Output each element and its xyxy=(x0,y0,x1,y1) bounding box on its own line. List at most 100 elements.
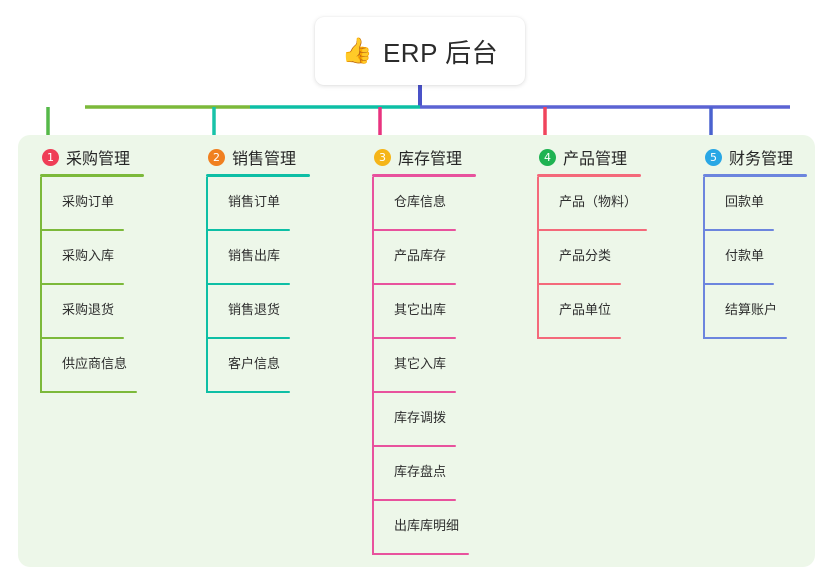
branch-header-3[interactable]: 3 库存管理 xyxy=(372,144,476,170)
leaf-item[interactable]: 采购退货 xyxy=(40,285,144,339)
leaf-item-label: 产品单位 xyxy=(559,302,612,317)
branch-title: 库存管理 xyxy=(398,151,463,168)
branch-spine xyxy=(206,177,208,393)
leaf-item-underline xyxy=(206,229,290,231)
leaf-item-label: 客户信息 xyxy=(228,356,281,371)
leaf-item-underline xyxy=(40,229,124,231)
leaf-item-underline xyxy=(703,229,774,231)
leaf-item-underline xyxy=(372,337,456,339)
branch-column-4: 4 产品管理产品（物料） 产品分类产品单位 xyxy=(537,144,647,339)
branch-number-badge: 3 xyxy=(374,148,391,166)
leaf-item-label: 产品（物料） xyxy=(559,194,638,209)
leaf-item[interactable]: 供应商信息 xyxy=(40,339,144,393)
leaf-item[interactable]: 其它出库 xyxy=(372,285,476,339)
leaf-item-underline xyxy=(372,553,469,555)
branch-spine xyxy=(372,177,374,555)
branch-item-list: 回款单付款单结算账户 xyxy=(703,177,807,339)
leaf-item-underline xyxy=(206,283,290,285)
branch-title: 采购管理 xyxy=(66,151,131,168)
leaf-item-label: 付款单 xyxy=(725,248,765,263)
branch-number-badge: 5 xyxy=(705,148,722,166)
leaf-item-label: 采购订单 xyxy=(62,194,115,209)
leaf-item-underline xyxy=(40,391,137,393)
branch-panel xyxy=(18,135,815,567)
branch-spine xyxy=(703,177,705,339)
leaf-item[interactable]: 付款单 xyxy=(703,231,807,285)
leaf-item[interactable]: 仓库信息 xyxy=(372,177,476,231)
leaf-item-label: 采购退货 xyxy=(62,302,115,317)
leaf-item-label: 其它出库 xyxy=(394,302,447,317)
leaf-item[interactable]: 采购订单 xyxy=(40,177,144,231)
branch-header-5[interactable]: 5 财务管理 xyxy=(703,144,807,170)
leaf-item-underline xyxy=(372,391,456,393)
branch-header-4[interactable]: 4 产品管理 xyxy=(537,144,641,170)
leaf-item[interactable]: 产品（物料） xyxy=(537,177,647,231)
branch-header-underline xyxy=(372,174,476,177)
leaf-item-underline xyxy=(372,229,456,231)
leaf-item-underline xyxy=(40,337,124,339)
leaf-item[interactable]: 库存盘点 xyxy=(372,447,476,501)
leaf-item-underline xyxy=(703,283,774,285)
branch-header-2[interactable]: 2 销售管理 xyxy=(206,144,310,170)
root-node-title: ERP 后台 xyxy=(382,37,499,68)
leaf-item-underline xyxy=(206,337,290,339)
leaf-item[interactable]: 销售出库 xyxy=(206,231,310,285)
branch-item-list: 产品（物料） 产品分类产品单位 xyxy=(537,177,647,339)
leaf-item-underline xyxy=(372,445,456,447)
leaf-item-label: 其它入库 xyxy=(394,356,447,371)
leaf-item-underline xyxy=(372,283,456,285)
branch-column-1: 1 采购管理采购订单采购入库采购退货供应商信息 xyxy=(40,144,144,393)
branch-title: 财务管理 xyxy=(729,151,794,168)
leaf-item-underline xyxy=(372,499,456,501)
branch-number-badge: 1 xyxy=(42,148,59,166)
branch-header-underline xyxy=(537,174,641,177)
leaf-item-label: 产品库存 xyxy=(394,248,447,263)
leaf-item[interactable]: 销售退货 xyxy=(206,285,310,339)
leaf-item-underline xyxy=(537,283,621,285)
leaf-item-underline xyxy=(206,391,290,393)
leaf-item[interactable]: 库存调拨 xyxy=(372,393,476,447)
branch-column-5: 5 财务管理回款单付款单结算账户 xyxy=(703,144,807,339)
leaf-item[interactable]: 产品库存 xyxy=(372,231,476,285)
root-node[interactable]: 👍 ERP 后台 xyxy=(315,17,525,85)
leaf-item-label: 库存盘点 xyxy=(394,464,447,479)
leaf-item[interactable]: 采购入库 xyxy=(40,231,144,285)
branch-number-badge: 4 xyxy=(539,148,556,166)
leaf-item-label: 产品分类 xyxy=(559,248,612,263)
leaf-item[interactable]: 出库库明细 xyxy=(372,501,476,555)
leaf-item-label: 回款单 xyxy=(725,194,765,209)
branch-header-1[interactable]: 1 采购管理 xyxy=(40,144,144,170)
leaf-item[interactable]: 结算账户 xyxy=(703,285,807,339)
leaf-item[interactable]: 产品分类 xyxy=(537,231,641,285)
leaf-item[interactable]: 产品单位 xyxy=(537,285,641,339)
leaf-item[interactable]: 客户信息 xyxy=(206,339,310,393)
branch-title: 销售管理 xyxy=(232,151,297,168)
branch-spine xyxy=(40,177,42,393)
branch-spine xyxy=(537,177,539,339)
leaf-item-label: 结算账户 xyxy=(725,302,778,317)
branch-header-underline xyxy=(40,174,144,177)
leaf-item-label: 销售退货 xyxy=(228,302,281,317)
leaf-item-underline xyxy=(537,229,647,231)
leaf-item[interactable]: 销售订单 xyxy=(206,177,310,231)
leaf-item[interactable]: 其它入库 xyxy=(372,339,476,393)
branch-title: 产品管理 xyxy=(563,151,628,168)
leaf-item-label: 仓库信息 xyxy=(394,194,447,209)
branch-item-list: 仓库信息产品库存其它出库其它入库库存调拨库存盘点出库库明细 xyxy=(372,177,476,555)
leaf-item-underline xyxy=(537,337,621,339)
leaf-item[interactable]: 回款单 xyxy=(703,177,807,231)
leaf-item-label: 销售订单 xyxy=(228,194,281,209)
leaf-item-label: 供应商信息 xyxy=(62,356,128,371)
branch-header-underline xyxy=(703,174,807,177)
branch-column-3: 3 库存管理仓库信息产品库存其它出库其它入库库存调拨库存盘点出库库明细 xyxy=(372,144,476,555)
branch-number-badge: 2 xyxy=(208,148,225,166)
leaf-item-underline xyxy=(703,337,787,339)
leaf-item-label: 销售出库 xyxy=(228,248,281,263)
branch-item-list: 采购订单采购入库采购退货供应商信息 xyxy=(40,177,144,393)
leaf-item-label: 库存调拨 xyxy=(394,410,447,425)
leaf-item-label: 出库库明细 xyxy=(394,518,460,533)
branch-item-list: 销售订单销售出库销售退货客户信息 xyxy=(206,177,310,393)
branch-column-2: 2 销售管理销售订单销售出库销售退货客户信息 xyxy=(206,144,310,393)
thumbs-up-icon: 👍 xyxy=(341,36,373,65)
